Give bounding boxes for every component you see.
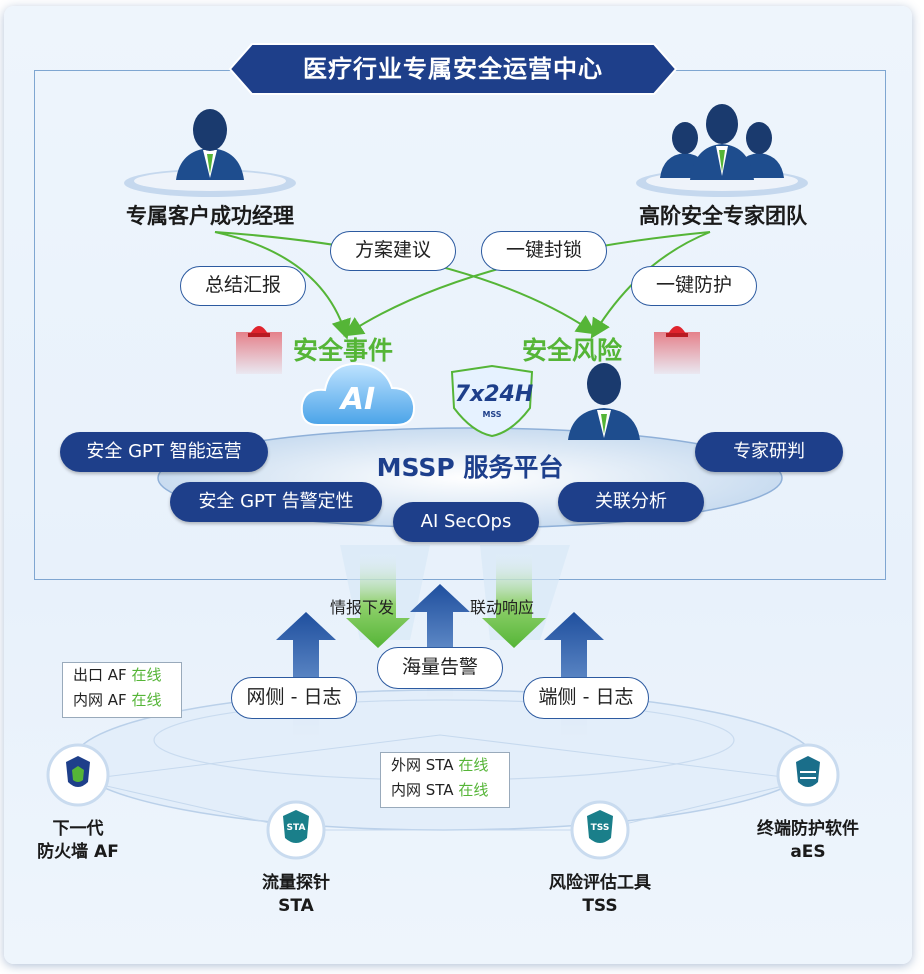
manager-label: 专属客户成功经理 [126,204,294,228]
af-status-box: 出口 AF 在线 内网 AF 在线 [62,662,182,718]
af-exit-state: 在线 [131,666,162,684]
aes-node-label: 终端防护软件 aES [738,818,878,864]
aes-device-icon [776,743,840,807]
linkage-down-arrow [482,552,546,648]
alarm-right-icon [654,326,700,374]
tss-badge-text: TSS [590,823,610,833]
end-log-tag: 端侧 - 日志 [523,677,649,719]
af-device-icon [46,743,110,807]
af-inner-state: 在线 [131,691,162,709]
ai-logo-text: AI [340,382,376,417]
shield-7x24-icon [450,364,534,438]
mssp-platform-title: MSSP 服务平台 [376,453,564,482]
sta-inner-row: 内网 STA 在线 [381,778,509,803]
summary-report-tag: 总结汇报 [180,266,306,306]
af-inner-label: 内网 AF [73,691,127,709]
sta-status-box: 外网 STA 在线 内网 STA 在线 [380,752,510,808]
tss-device-icon [570,800,630,860]
sta-badge-text: STA [286,823,306,833]
title-banner-text-wrap: 医疗行业专属安全运营中心 [230,44,676,94]
sta-outer-row: 外网 STA 在线 [381,753,509,778]
af-exit-label: 出口 AF [73,666,127,684]
gpt-ops-pill: 安全 GPT 智能运营 [60,432,268,472]
badge-mss: MSS [482,410,502,419]
expert-judge-pill: 专家研判 [695,432,843,472]
net-log-tag: 网侧 - 日志 [231,677,357,719]
ai-secops-pill: AI SecOps [393,502,539,542]
mass-alert-tag: 海量告警 [377,647,503,689]
sta-node-line1: 流量探针 [262,873,330,893]
sta-node-line2: STA [278,896,314,916]
aes-node-line1: 终端防护软件 [757,819,859,839]
intel-down-arrow [346,552,410,648]
alarm-left-icon [236,326,282,374]
af-node-line1: 下一代 [52,819,104,839]
intel-down-label: 情报下发 [330,598,395,617]
tss-node-label: 风险评估工具 TSS [530,872,670,918]
title-banner [228,43,678,95]
expert-team-avatar [636,104,808,197]
af-node-line2: 防火墙 AF [37,842,119,862]
solution-advice-tag: 方案建议 [330,231,456,271]
tss-node-line1: 风险评估工具 [549,873,651,893]
sta-outer-state: 在线 [458,756,489,774]
badge-7x24: 7x24H [454,382,534,407]
gpt-alert-pill: 安全 GPT 告警定性 [170,482,382,522]
sta-inner-label: 内网 STA [391,781,454,799]
operator-avatar [568,363,640,440]
sta-inner-state: 在线 [458,781,489,799]
manager-avatar [124,109,296,197]
correlation-pill: 关联分析 [558,482,704,522]
sta-outer-label: 外网 STA [391,756,454,774]
af-exit-row: 出口 AF 在线 [63,663,181,688]
one-click-protect-tag: 一键防护 [631,266,757,306]
af-node-label: 下一代 防火墙 AF [18,818,138,864]
security-risk-label: 安全风险 [522,336,623,365]
page-title: 医疗行业专属安全运营中心 [303,55,603,83]
ai-cloud-icon [300,362,416,426]
sta-node-label: 流量探针 STA [236,872,356,918]
aes-node-line2: aES [790,842,826,862]
tss-node-line2: TSS [582,896,618,916]
sta-device-icon [266,800,326,860]
one-click-block-tag: 一键封锁 [481,231,607,271]
linkage-response-label: 联动响应 [470,598,535,617]
experts-label: 高阶安全专家团队 [639,204,807,228]
security-incident-label: 安全事件 [293,336,394,365]
af-inner-row: 内网 AF 在线 [63,688,181,713]
